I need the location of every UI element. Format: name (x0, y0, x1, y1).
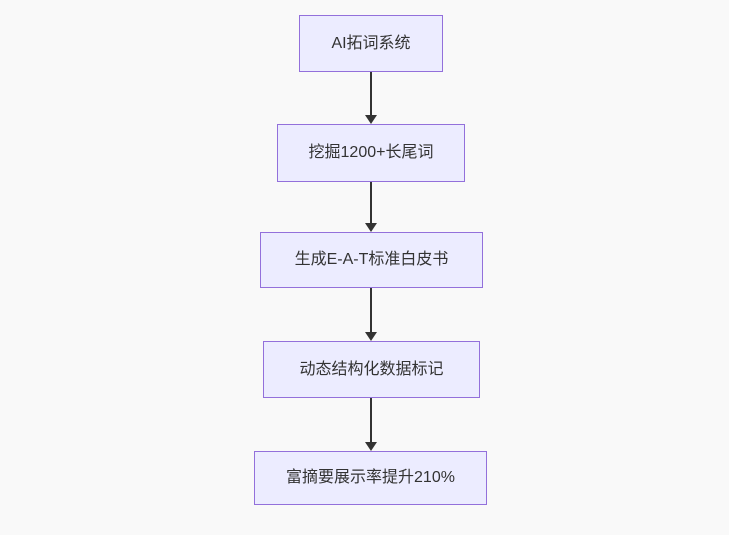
arrowhead-icon (365, 332, 377, 341)
flow-arrow-3 (365, 288, 377, 341)
flow-node-label: 动态结构化数据标记 (299, 360, 444, 378)
flow-node-longtail-mining: 挖掘1200+长尾词 (277, 124, 465, 182)
arrow-line (370, 398, 372, 442)
flow-arrow-4 (365, 398, 377, 451)
flow-node-label: 生成E-A-T标准白皮书 (294, 251, 449, 269)
arrowhead-icon (365, 223, 377, 232)
flow-node-rich-snippet-result: 富摘要展示率提升210% (254, 451, 487, 505)
flow-node-ai-word-system: AI拓词系统 (299, 15, 443, 72)
arrow-line (370, 288, 372, 332)
arrow-line (370, 72, 372, 115)
flow-node-label: AI拓词系统 (331, 34, 411, 52)
flow-node-label: 挖掘1200+长尾词 (308, 144, 434, 162)
arrowhead-icon (365, 442, 377, 451)
flow-node-eat-whitepaper: 生成E-A-T标准白皮书 (260, 232, 483, 288)
flow-node-structured-data-markup: 动态结构化数据标记 (263, 341, 480, 398)
flow-arrow-2 (365, 182, 377, 232)
arrowhead-icon (365, 115, 377, 124)
flow-node-label: 富摘要展示率提升210% (286, 469, 455, 487)
flow-arrow-1 (365, 72, 377, 124)
arrow-line (370, 182, 372, 223)
